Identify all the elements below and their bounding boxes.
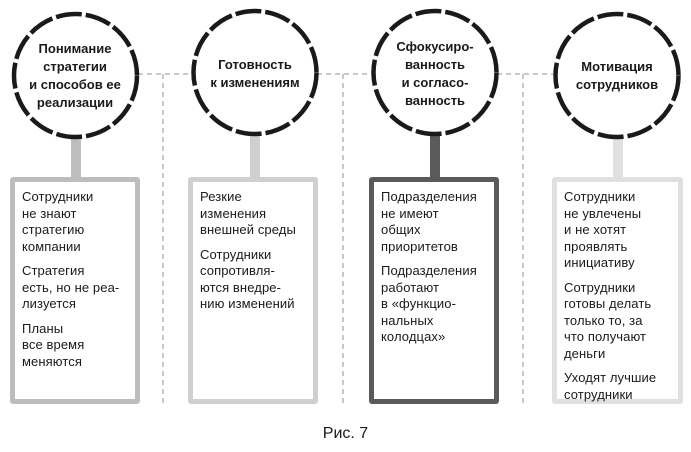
problem-item: Сотрудники не знают стратегию компании: [22, 189, 94, 254]
circle-title-line: и согласо-: [401, 75, 469, 90]
circle-title-line: стратегии: [43, 59, 107, 74]
problem-item: Уходят лучшие сотрудники: [564, 370, 657, 402]
circle-title-line: сотрудников: [575, 77, 659, 92]
circle-title-line: реализации: [36, 95, 114, 110]
stem-1: [71, 137, 81, 179]
problem-box-2: Резкие изменения внешней среды Сотрудник…: [188, 177, 318, 404]
dashed-connector-2-3: [317, 73, 373, 405]
problem-box-4: Сотрудники не увлечены и не хотят проявл…: [552, 177, 683, 404]
problem-item: Стратегия есть, но не реа- лизуется: [22, 263, 120, 311]
problem-item: Сотрудники готовы делать только то, за ч…: [564, 279, 652, 361]
figure-caption: Рис. 7: [322, 425, 369, 442]
circle-title-2: Готовность к изменениям: [195, 56, 315, 92]
dashed-connector-1-2: [138, 73, 193, 405]
circle-title-line: Готовность: [218, 57, 292, 72]
problem-item: Подразделения не имеют общих приоритетов: [381, 189, 477, 254]
problem-item: Сотрудники сопротивля- ются внедре- нию …: [200, 246, 295, 312]
circle-title-line: ванность: [404, 93, 466, 108]
circle-title-4: Мотивация сотрудников: [557, 58, 677, 94]
problem-box-1: Сотрудники не знают стратегию компании С…: [10, 177, 140, 404]
problem-item: Сотрудники не увлечены и не хотят проявл…: [564, 189, 642, 270]
stem-2: [250, 134, 260, 179]
problem-box-3: Подразделения не имеют общих приоритетов…: [369, 177, 499, 404]
problem-item: Подразделения работают в «функцио- нальн…: [381, 263, 477, 344]
problem-item: Планы все время меняются: [22, 320, 85, 369]
circle-4: [553, 11, 681, 140]
dashed-connector-3-4: [497, 73, 553, 405]
circle-title-line: Понимание: [38, 41, 112, 56]
circle-title-line: к изменениям: [210, 75, 300, 90]
dashed-connectors: [138, 73, 553, 405]
circle-3: [371, 8, 499, 137]
circle-title-3: Сфокусиро- ванность и согласо- ванность: [375, 38, 495, 110]
stem-3: [430, 134, 440, 179]
circle-2: [191, 8, 319, 137]
stem-4: [613, 137, 623, 179]
circle-title-line: Мотивация: [581, 59, 653, 74]
circle-1: [11, 11, 140, 140]
circle-title-line: ванность: [404, 57, 466, 72]
problem-item: Резкие изменения внешней среды: [200, 189, 296, 237]
circle-title-1: Понимание стратегии и способов ее реализ…: [15, 40, 135, 112]
circle-title-line: и способов ее: [29, 77, 121, 92]
circle-title-line: Сфокусиро-: [396, 39, 474, 54]
